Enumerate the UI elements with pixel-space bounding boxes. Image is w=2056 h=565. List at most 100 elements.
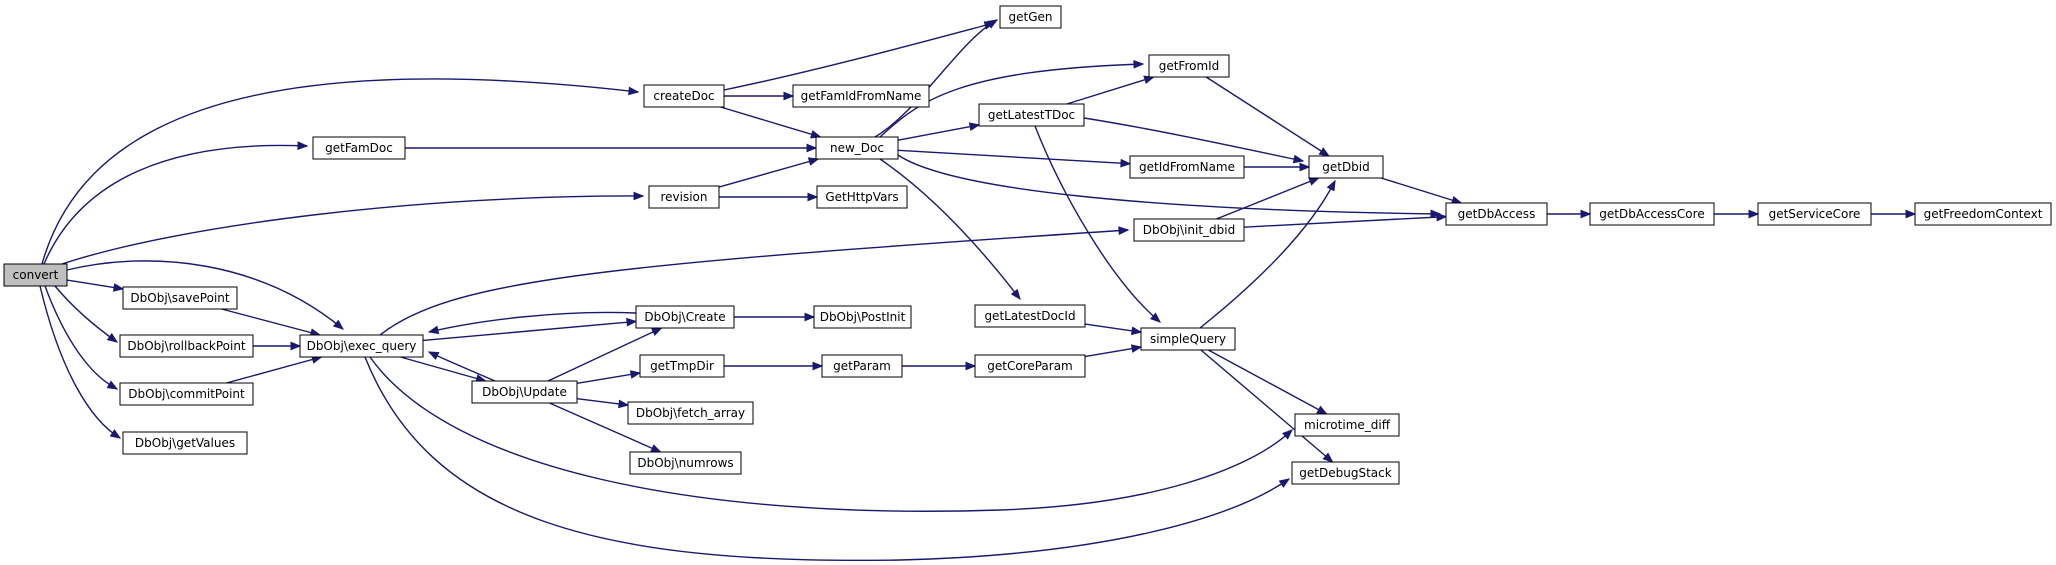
edge-getLatestDocId-to-simpleQuery <box>1084 323 1143 336</box>
edge-getFamDoc-to-new_Doc <box>405 143 818 153</box>
node-dbobj-exec-query[interactable]: DbObj\exec_query <box>299 334 424 358</box>
node-dbobj-init-dbid[interactable]: DbObj\init_dbid <box>1133 218 1245 242</box>
node-getFamDoc[interactable]: getFamDoc <box>312 136 406 160</box>
node-box <box>1133 218 1245 242</box>
node-box <box>1757 202 1872 226</box>
edge-dbobj_exec_query-to-dbobj_init_dbid <box>379 226 1130 336</box>
arrowhead <box>804 312 816 322</box>
edge-getCoreParam-to-simpleQuery <box>1084 344 1143 358</box>
node-box <box>1140 327 1236 351</box>
node-createDoc[interactable]: createDoc <box>643 84 725 108</box>
edge-dbobj_savePoint-to-dbobj_exec_query <box>221 308 322 337</box>
edge-dbobj_exec_query-to-microtime_diff <box>369 356 1293 512</box>
edge-dbobj_rollbackPoint-to-dbobj_exec_query <box>253 341 302 351</box>
node-box <box>816 185 908 209</box>
node-dbobj-create[interactable]: DbObj\Create <box>635 305 735 329</box>
node-getLatestTDoc[interactable]: getLatestTDoc <box>978 103 1085 127</box>
arrowhead <box>1130 344 1143 353</box>
node-label: getServiceCore <box>1769 207 1861 221</box>
node-box <box>815 136 899 160</box>
node-dbobj-numrows[interactable]: DbObj\numrows <box>629 451 742 475</box>
arrowhead <box>628 86 640 96</box>
node-dbobj-rollbackPoint[interactable]: DbObj\rollbackPoint <box>119 334 254 358</box>
node-dbobj-savePoint[interactable]: DbObj\savePoint <box>122 286 238 310</box>
edge-new_Doc-to-getFromId <box>879 59 1145 138</box>
node-revision[interactable]: revision <box>648 185 720 209</box>
arrowhead <box>1308 177 1320 186</box>
node-dbobj-commitPoint[interactable]: DbObj\commitPoint <box>119 382 254 406</box>
edge-new_Doc-to-getIdFromName <box>897 149 1132 168</box>
edge-convert-to-dbobj_rollbackPoint <box>54 285 119 343</box>
arrowhead <box>1149 312 1162 323</box>
node-dbobj-update[interactable]: DbObj\Update <box>471 380 578 404</box>
node-box <box>299 334 424 358</box>
arrowhead <box>650 444 662 453</box>
edge-dbobj_create-to-dbobj_exec_query <box>427 311 637 335</box>
node-getDebugStack[interactable]: getDebugStack <box>1291 461 1400 485</box>
node-label: getGen <box>1009 10 1053 24</box>
node-label: getTmpDir <box>650 359 714 373</box>
node-getServiceCore[interactable]: getServiceCore <box>1757 202 1872 226</box>
node-getCoreParam[interactable]: getCoreParam <box>974 354 1086 378</box>
arrowhead <box>1120 158 1132 168</box>
edge-getFromId-to-getDbid <box>1205 76 1331 157</box>
arrowhead <box>626 317 638 327</box>
node-getIdFromName[interactable]: getIdFromName <box>1129 155 1245 179</box>
arrowhead <box>629 370 642 379</box>
node-label: DbObj\getValues <box>135 436 235 450</box>
node-convert[interactable]: convert <box>3 263 68 287</box>
node-label: getFromId <box>1159 59 1220 73</box>
node-label: GetHttpVars <box>825 190 898 204</box>
node-box <box>3 263 68 287</box>
arrowhead <box>1326 179 1336 192</box>
node-microtime-diff[interactable]: microtime_diff <box>1294 413 1400 437</box>
edge-dbobj_init_dbid-to-getDbid <box>1216 177 1320 220</box>
edge-dbobj_commitPoint-to-dbobj_exec_query <box>226 355 323 384</box>
node-getLatestDocId[interactable]: getLatestDocId <box>974 304 1086 328</box>
node-getDbid[interactable]: getDbid <box>1308 155 1384 179</box>
arrowhead <box>1133 59 1145 69</box>
arrowhead <box>1282 429 1293 440</box>
node-getFreedomContext[interactable]: getFreedomContext <box>1914 202 2052 226</box>
node-getFamIdFromName[interactable]: getFamIdFromName <box>792 84 930 108</box>
node-box <box>1308 155 1384 179</box>
node-label: getFamDoc <box>325 141 393 155</box>
node-dbobj-postinit[interactable]: DbObj\PostInit <box>813 305 912 329</box>
node-getDbAccess[interactable]: getDbAccess <box>1445 202 1548 226</box>
edge-simpleQuery-to-microtime_diff <box>1208 349 1328 415</box>
arrowhead <box>297 141 309 150</box>
node-simpleQuery[interactable]: simpleQuery <box>1140 327 1236 351</box>
node-getHttpVars[interactable]: GetHttpVars <box>816 185 908 209</box>
arrowhead <box>1130 326 1143 336</box>
node-box <box>119 382 254 406</box>
edge-new_Doc-to-getGen <box>874 19 999 138</box>
arrowhead <box>1748 209 1760 219</box>
node-dbobj-getValues[interactable]: DbObj\getValues <box>122 431 248 455</box>
node-getParam[interactable]: getParam <box>821 354 903 378</box>
node-getGen[interactable]: getGen <box>999 5 1062 29</box>
arrowhead <box>783 91 795 101</box>
edge-getLatestTDoc-to-getDbid <box>1083 117 1305 164</box>
node-box <box>1291 461 1400 485</box>
node-box <box>974 304 1086 328</box>
arrowhead <box>1278 478 1291 488</box>
node-label: getLatestTDoc <box>988 108 1075 122</box>
edge-convert-to-dbobj_commitPoint <box>44 285 119 390</box>
arrowhead <box>290 341 302 351</box>
node-box <box>119 334 254 358</box>
node-label: DbObj\numrows <box>637 456 733 470</box>
node-getDbAccessCore[interactable]: getDbAccessCore <box>1589 202 1715 226</box>
node-getFromId[interactable]: getFromId <box>1148 54 1230 78</box>
arrowhead <box>1436 212 1448 222</box>
node-box <box>312 136 406 160</box>
node-box <box>122 431 248 455</box>
edge-getLatestTDoc-to-getFromId <box>1066 75 1155 105</box>
node-label: DbObj\savePoint <box>130 291 229 305</box>
node-label: getIdFromName <box>1139 160 1235 174</box>
node-new-Doc[interactable]: new_Doc <box>815 136 899 160</box>
arrowhead <box>1580 209 1592 219</box>
node-getTmpDir[interactable]: getTmpDir <box>639 354 725 378</box>
edge-new_Doc-to-getLatestTDoc <box>897 122 981 141</box>
node-box <box>1294 413 1400 437</box>
node-dbobj-fetch-array[interactable]: DbObj\fetch_array <box>627 401 754 425</box>
